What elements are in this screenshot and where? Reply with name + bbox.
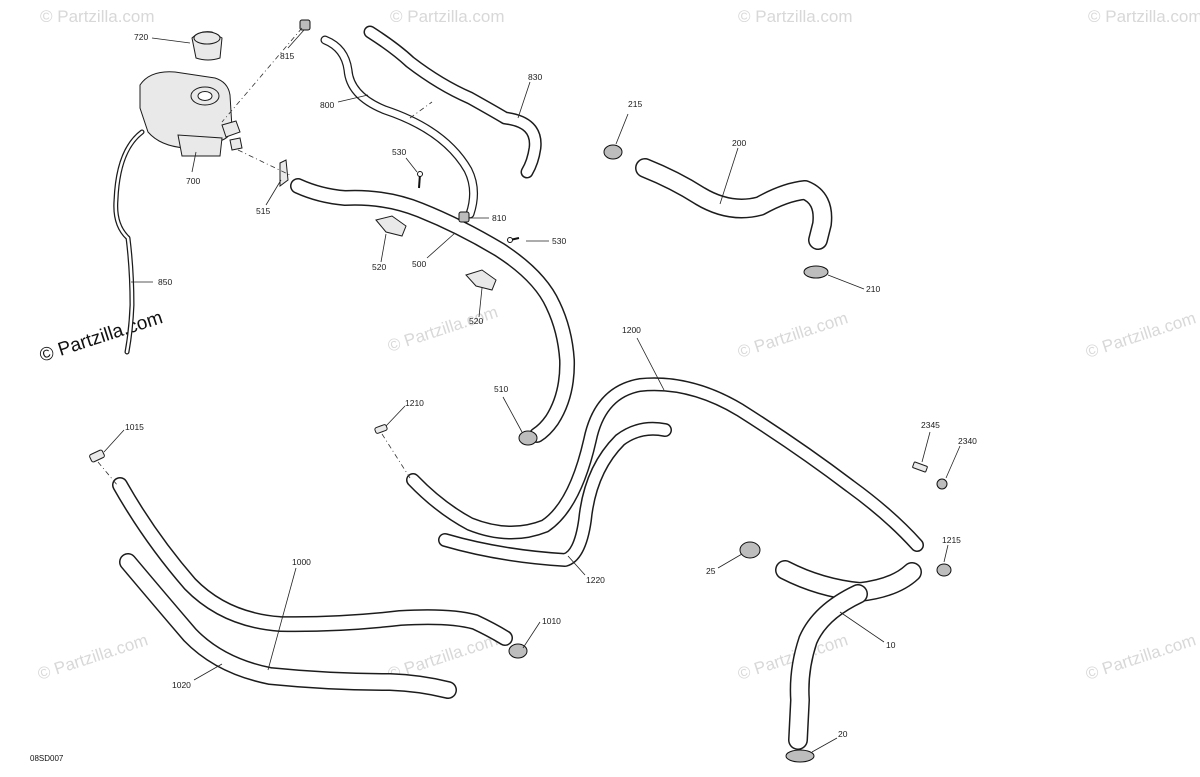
- callout-210: 210: [866, 284, 880, 294]
- callout-2345: 2345: [921, 420, 940, 430]
- callout-200: 200: [732, 138, 746, 148]
- coolant-reservoir: [139, 71, 243, 157]
- callout-1210: 1210: [405, 398, 424, 408]
- leader-lines: [103, 29, 961, 753]
- nut-2340: [936, 478, 948, 490]
- callout-25: 25: [706, 566, 716, 576]
- hose-10: [775, 560, 922, 750]
- callout-720: 720: [134, 32, 148, 42]
- fitting-2345: [912, 461, 928, 473]
- watermark: © Partzilla.com: [738, 7, 853, 26]
- watermark: © Partzilla.com: [1083, 630, 1198, 683]
- callout-530: 530: [392, 147, 406, 157]
- callout-labels: 720 815 800 830 700 515 530 810 530 520 …: [125, 32, 977, 739]
- screw-530a: [417, 171, 423, 189]
- bracket-520b: [465, 269, 497, 291]
- assembly-lines: [97, 27, 433, 487]
- hose-200: [635, 158, 833, 250]
- callout-1000: 1000: [292, 557, 311, 567]
- callout-515: 515: [256, 206, 270, 216]
- callout-1200: 1200: [622, 325, 641, 335]
- callout-510: 510: [494, 384, 508, 394]
- callout-500: 500: [412, 259, 426, 269]
- plug-1210: [374, 424, 388, 434]
- callout-20: 20: [838, 729, 848, 739]
- callout-2340: 2340: [958, 436, 977, 446]
- watermark: © Partzilla.com: [385, 302, 500, 355]
- clip-515: [279, 159, 289, 187]
- clamp-510: [518, 430, 538, 446]
- callout-1010: 1010: [542, 616, 561, 626]
- clamp-25: [739, 541, 761, 559]
- fitting-1015: [89, 449, 105, 463]
- callout-800: 800: [320, 100, 334, 110]
- hose-800: [320, 35, 478, 219]
- callout-700: 700: [186, 176, 200, 186]
- hose-1020: [119, 553, 457, 699]
- callout-1020: 1020: [172, 680, 191, 690]
- watermark: © Partzilla.com: [735, 308, 850, 361]
- clamp-815: [299, 19, 311, 31]
- callout-520: 520: [469, 316, 483, 326]
- clamp-1010: [508, 643, 528, 659]
- callout-1215: 1215: [942, 535, 961, 545]
- watermark-main: © Partzilla.com: [37, 307, 165, 367]
- callout-530: 530: [552, 236, 566, 246]
- hose-850: [113, 129, 145, 355]
- hose-1220: [438, 421, 672, 567]
- hose-830: [363, 25, 542, 179]
- bracket-520a: [375, 215, 407, 237]
- callout-830: 830: [528, 72, 542, 82]
- callout-1220: 1220: [586, 575, 605, 585]
- callout-810: 810: [492, 213, 506, 223]
- callout-815: 815: [280, 51, 294, 61]
- callout-850: 850: [158, 277, 172, 287]
- callout-10: 10: [886, 640, 896, 650]
- hose-1200: [406, 377, 924, 552]
- clamp-215: [603, 144, 623, 160]
- clamp-1215: [936, 563, 952, 577]
- callout-215: 215: [628, 99, 642, 109]
- hose-500: [290, 178, 576, 443]
- watermark: © Partzilla.com: [1083, 308, 1198, 361]
- diagram-code: 08SD007: [30, 754, 64, 763]
- watermark: © Partzilla.com: [390, 7, 505, 26]
- clamp-810: [458, 211, 470, 223]
- hose-1000: [112, 477, 513, 646]
- watermark: © Partzilla.com: [40, 7, 155, 26]
- watermark: © Partzilla.com: [35, 630, 150, 683]
- screw-530b: [507, 237, 520, 243]
- callout-520: 520: [372, 262, 386, 272]
- callout-1015: 1015: [125, 422, 144, 432]
- reservoir-cap: [191, 31, 223, 61]
- watermark: © Partzilla.com: [1088, 7, 1200, 26]
- clamp-210: [803, 265, 829, 279]
- clamp-20: [785, 749, 815, 763]
